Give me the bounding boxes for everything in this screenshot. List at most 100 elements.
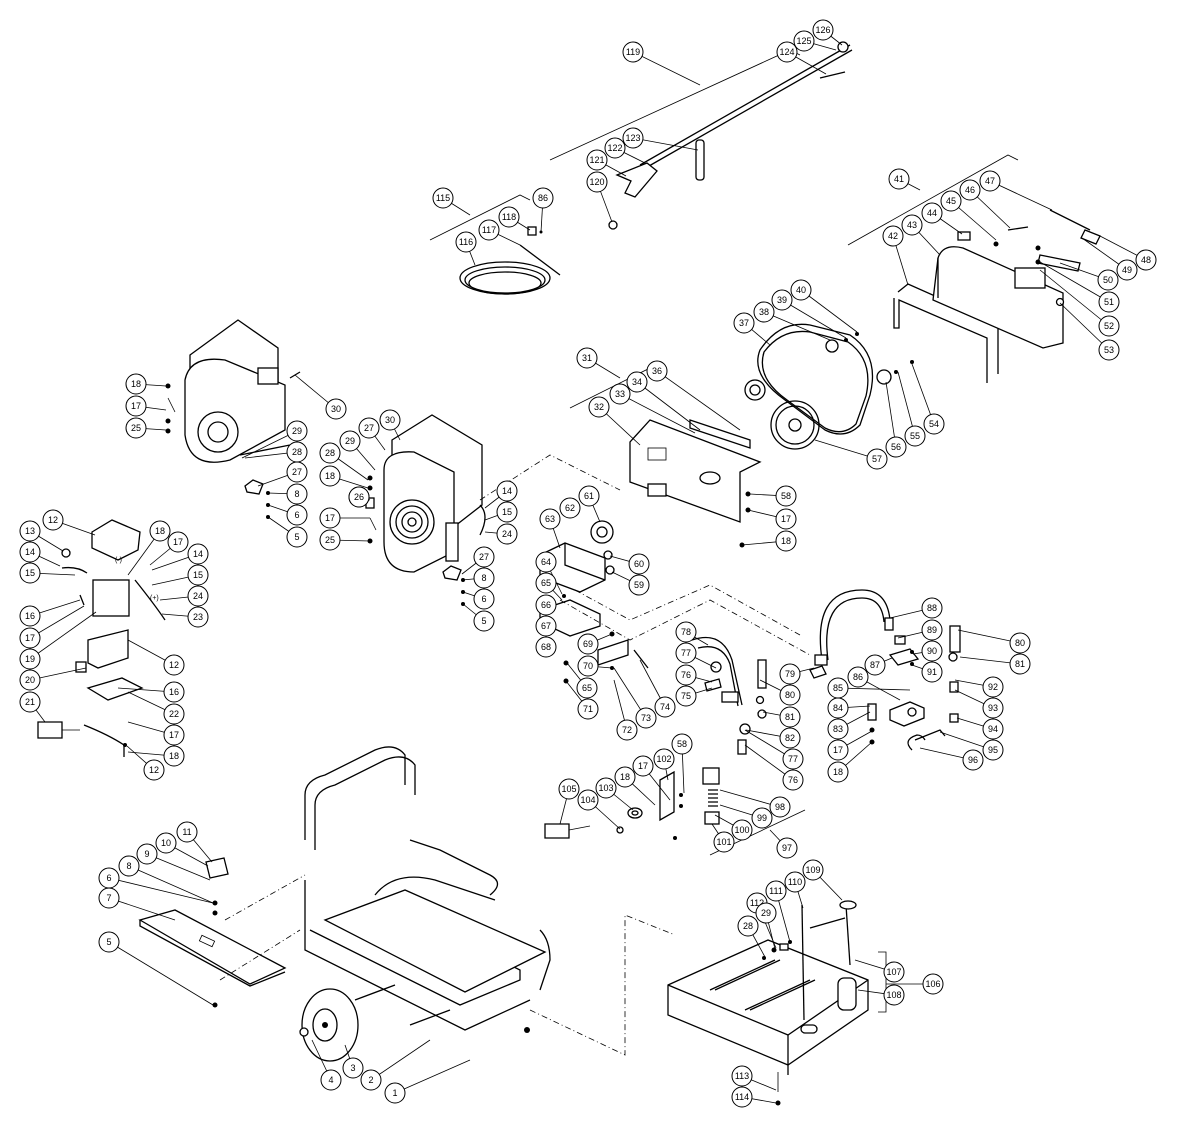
group-brackets xyxy=(429,49,1019,1013)
pump-bracket xyxy=(629,419,762,548)
callout-42: 42 xyxy=(882,225,904,247)
callout-circle xyxy=(982,697,1004,719)
callout-number: 41 xyxy=(894,174,904,184)
callout-circle xyxy=(882,225,904,247)
leader-line xyxy=(1039,261,1110,303)
hose xyxy=(459,226,561,295)
callout-circle xyxy=(866,448,888,470)
callout-circle xyxy=(535,594,557,616)
callout-circle xyxy=(628,574,650,596)
callout-number: 86 xyxy=(538,193,548,203)
callout-110: 110 xyxy=(784,871,806,893)
callout-number: 17 xyxy=(781,514,791,524)
callout-24: 24 xyxy=(187,585,209,607)
callout-41: 41 xyxy=(888,168,910,190)
leader-line xyxy=(370,1039,431,1081)
callout-93: 93 xyxy=(982,697,1004,719)
callout-circle xyxy=(1098,315,1120,337)
callout-circle xyxy=(790,279,812,301)
callout-39: 39 xyxy=(771,289,793,311)
callout-17: 17 xyxy=(167,531,189,553)
callout-circle xyxy=(379,409,401,431)
callout-number: 18 xyxy=(325,471,335,481)
callout-number: 29 xyxy=(345,436,355,446)
callout-45: 45 xyxy=(940,190,962,212)
callout-circle xyxy=(535,615,557,637)
callout-66: 66 xyxy=(535,594,557,616)
callout-number: 27 xyxy=(364,423,374,433)
callout-17: 17 xyxy=(163,724,185,746)
callout-number: 103 xyxy=(598,783,613,793)
callout-number: 46 xyxy=(965,185,975,195)
callout-circle xyxy=(358,417,380,439)
callout-57: 57 xyxy=(866,448,888,470)
callout-number: 126 xyxy=(815,25,830,35)
leader-line xyxy=(619,393,696,434)
callout-circle xyxy=(793,30,815,52)
callout-number: 105 xyxy=(561,784,576,794)
callout-circle xyxy=(496,480,518,502)
callout-circle xyxy=(348,486,370,508)
callout-number: 80 xyxy=(1015,638,1025,648)
callout-3: 3 xyxy=(342,1057,364,1079)
leader-line xyxy=(897,371,916,437)
callout-circle xyxy=(827,739,849,761)
callout-circle xyxy=(959,179,981,201)
callout-number: 48 xyxy=(1141,255,1151,265)
callout-6: 6 xyxy=(473,588,495,610)
callout-circle xyxy=(187,564,209,586)
callout-49: 49 xyxy=(1116,259,1138,281)
callout-106: 106 xyxy=(922,973,944,995)
fuel-tank xyxy=(667,900,869,1106)
callout-60: 60 xyxy=(628,553,650,575)
callout-number: 76 xyxy=(788,775,798,785)
callout-36: 36 xyxy=(646,360,668,382)
callout-number: 11 xyxy=(182,827,191,837)
callout-circle xyxy=(588,396,610,418)
callout-number: 1 xyxy=(392,1088,397,1098)
callout-31: 31 xyxy=(576,347,598,369)
callout-number: 49 xyxy=(1122,265,1132,275)
callout-circle xyxy=(982,739,1004,761)
callout-126: 126 xyxy=(812,19,834,41)
callout-78: 78 xyxy=(675,621,697,643)
callout-number: 119 xyxy=(626,47,640,57)
leader-line xyxy=(128,865,214,904)
callout-6: 6 xyxy=(98,867,120,889)
callout-62: 62 xyxy=(559,497,581,519)
callout-circle xyxy=(432,187,454,209)
callout-number: 27 xyxy=(292,467,302,477)
callout-number: 44 xyxy=(927,208,937,218)
callout-circle xyxy=(827,761,849,783)
callout-20: 20 xyxy=(19,669,41,691)
callout-50: 50 xyxy=(1097,269,1119,291)
leader-line xyxy=(108,897,176,921)
callout-34: 34 xyxy=(626,371,648,393)
callout-number: 87 xyxy=(870,660,880,670)
callout-5: 5 xyxy=(98,931,120,953)
callout-circle xyxy=(885,436,907,458)
callout-77: 77 xyxy=(675,642,697,664)
leader-line xyxy=(957,629,1021,644)
callout-71: 71 xyxy=(577,698,599,720)
callout-54: 54 xyxy=(923,413,945,435)
callout-circle xyxy=(802,859,824,881)
callout-72: 72 xyxy=(616,719,638,741)
callout-58: 58 xyxy=(671,733,693,755)
callout-circle xyxy=(384,1082,406,1104)
callout-circle xyxy=(713,831,735,853)
callout-circle xyxy=(535,551,557,573)
callout-circle xyxy=(654,696,676,718)
callout-number: 93 xyxy=(988,703,998,713)
callout-circle xyxy=(827,718,849,740)
callout-38: 38 xyxy=(753,301,775,323)
callout-122: 122 xyxy=(604,137,626,159)
callout-circle xyxy=(163,745,185,767)
callout-number: 14 xyxy=(25,547,35,557)
callout-number: 106 xyxy=(925,979,940,989)
callout-15: 15 xyxy=(187,564,209,586)
callout-number: 18 xyxy=(833,767,843,777)
callout-circle xyxy=(539,508,561,530)
callout-94: 94 xyxy=(982,718,1004,740)
callout-circle xyxy=(319,529,341,551)
